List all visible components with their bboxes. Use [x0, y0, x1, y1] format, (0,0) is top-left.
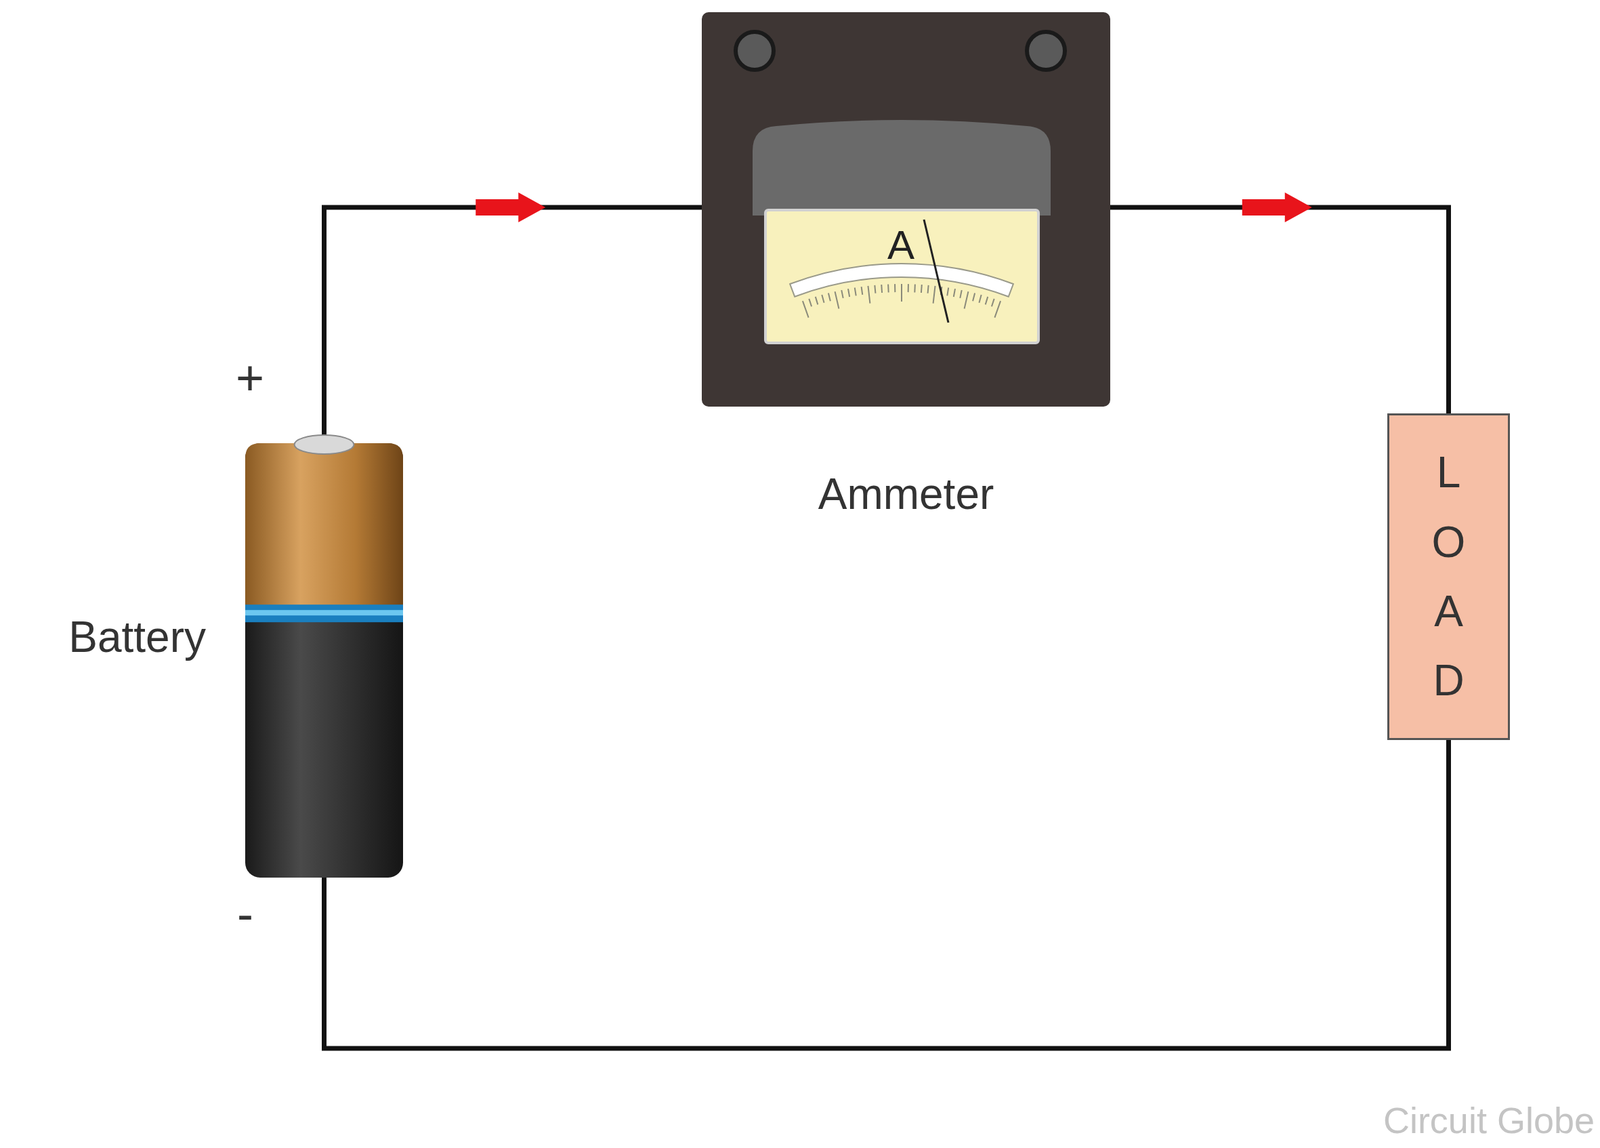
- battery-band: [245, 609, 404, 616]
- scale-tick: [920, 284, 923, 293]
- scale-tick: [802, 300, 809, 318]
- scale-tick: [861, 286, 863, 295]
- wire: [1110, 192, 1449, 414]
- scale-tick: [928, 285, 929, 294]
- scale-tick: [964, 291, 969, 309]
- scale-tick: [887, 283, 890, 292]
- terminal-screw: [735, 31, 774, 70]
- scale-tick: [867, 285, 870, 304]
- scale-tick: [907, 283, 910, 292]
- current-arrow: [475, 192, 546, 223]
- scale-tick: [959, 289, 962, 299]
- load-box: LOAD: [1387, 413, 1510, 740]
- negative-sign: -: [237, 885, 254, 941]
- positive-sign: +: [235, 349, 265, 406]
- battery-terminal: [294, 434, 355, 454]
- battery-top: [245, 443, 404, 607]
- battery-band: [245, 604, 404, 622]
- ammeter-illustration: [701, 12, 1111, 407]
- scale-tick: [821, 294, 824, 303]
- wire-path: [324, 207, 703, 434]
- scale-tick: [808, 298, 812, 307]
- scale-tick: [835, 291, 840, 309]
- scale-tick: [972, 293, 975, 302]
- scale-tick: [985, 296, 988, 305]
- load-label: LOAD: [1427, 437, 1471, 716]
- scale-tick: [978, 294, 981, 303]
- scale-tick: [880, 284, 883, 293]
- scale-tick: [894, 283, 896, 292]
- scale-tick: [913, 283, 916, 292]
- battery-cell: Battery: [245, 433, 404, 878]
- current-arrow: [1242, 192, 1313, 223]
- scale-tick: [994, 300, 1001, 318]
- scale-tick: [828, 293, 831, 302]
- battery-label: Battery: [68, 611, 206, 662]
- scale-tick: [841, 289, 843, 299]
- meter-cover: [752, 119, 1051, 216]
- scale-tick: [946, 287, 949, 297]
- ammeter-meter: AAmmeter: [701, 12, 1111, 407]
- scale-tick: [815, 296, 818, 305]
- meter-dial: [765, 209, 1039, 343]
- meter-needle: [923, 219, 949, 323]
- wire-path: [324, 739, 1449, 1048]
- terminal-screw: [1026, 31, 1065, 70]
- scale-tick: [854, 287, 857, 297]
- scale-tick: [900, 283, 903, 302]
- ammeter-label: Ammeter: [818, 468, 995, 519]
- watermark: Circuit Globe: [1383, 1098, 1595, 1141]
- ammeter-symbol: A: [887, 221, 915, 269]
- scale-tick: [991, 298, 995, 307]
- wire: [324, 739, 1449, 1048]
- scale-tick: [874, 285, 876, 294]
- battery-illustration: [245, 433, 404, 878]
- battery-body: [245, 443, 404, 878]
- wire-path: [1110, 207, 1449, 414]
- wire: [324, 192, 703, 434]
- scale-tick: [848, 288, 850, 297]
- scale-tick: [953, 288, 956, 297]
- scale-tick: [933, 285, 936, 304]
